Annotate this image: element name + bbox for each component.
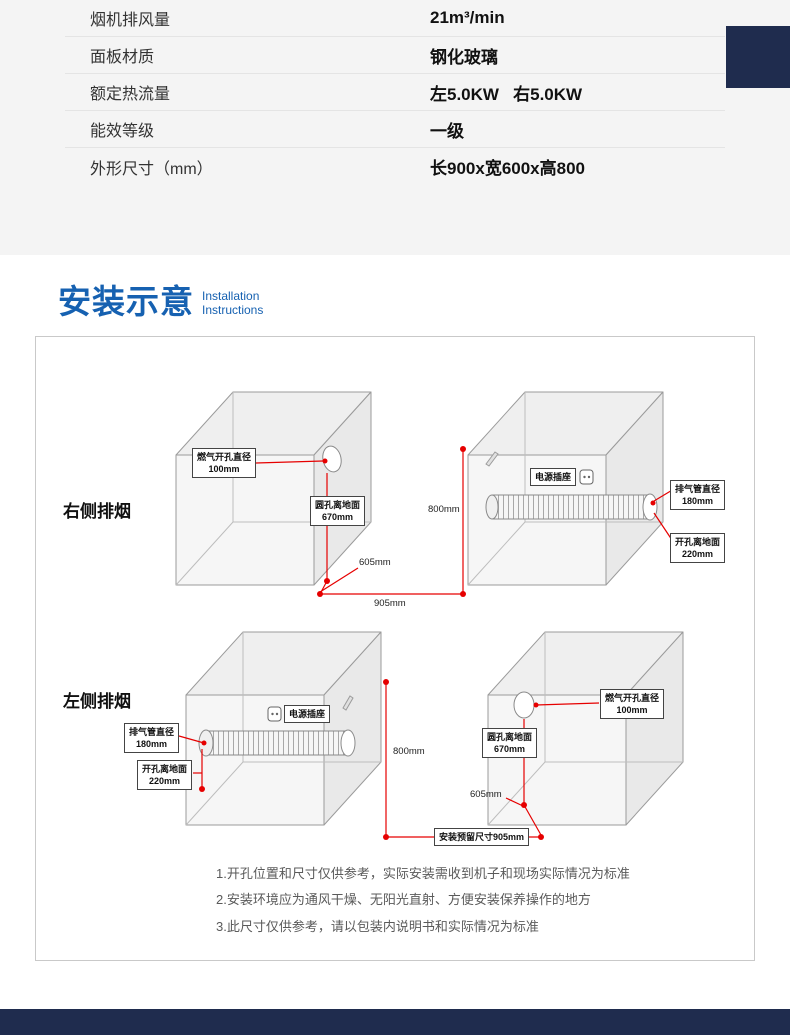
- dim-label-hole-height: 圆孔离地面 670mm: [310, 495, 366, 526]
- dim-text-605: 605mm: [359, 556, 391, 568]
- note-line: 1.开孔位置和尺寸仅供参考，实际安装需收到机子和现场实际情况为标准: [216, 865, 630, 881]
- dim-label-opening-height: 开孔离地面 220mm: [137, 759, 193, 790]
- table-row: 额定热流量 左5.0KW 右5.0KW: [65, 74, 725, 111]
- group-label-left-exhaust: 左侧排烟: [63, 691, 131, 711]
- dim-text-605: 605mm: [470, 788, 502, 800]
- dim-text-800: 800mm: [393, 745, 425, 757]
- spec-table: 烟机排风量 21m³/min 面板材质 钢化玻璃 额定热流量 左5.0KW 右5…: [65, 0, 725, 185]
- spec-label: 外形尺寸（mm）: [90, 160, 213, 178]
- section-header: 安装示意 Installation Instructions: [0, 255, 790, 320]
- power-socket-icon: [267, 706, 282, 722]
- dimension-dots: [199, 445, 656, 840]
- spec-label: 烟机排风量: [90, 12, 171, 29]
- note-line: 3.此尺寸仅供参考，请以包装内说明书和实际情况为标准: [216, 918, 539, 934]
- dim-label-pipe-diameter: 排气管直径 180mm: [124, 722, 180, 753]
- group-label-right-exhaust: 右侧排烟: [63, 501, 131, 521]
- table-row: 面板材质 钢化玻璃: [65, 37, 725, 74]
- accent-bar: [726, 26, 790, 88]
- spec-value: 钢化玻璃: [430, 47, 498, 67]
- exhaust-pipe: [198, 729, 356, 757]
- subtitle-line: Instructions: [202, 302, 264, 317]
- exhaust-pipe: [485, 493, 658, 521]
- vent-slots: [342, 450, 499, 711]
- installation-notes: 1.开孔位置和尺寸仅供参考，实际安装需收到机子和现场实际情况为标准 2.安装环境…: [216, 861, 630, 941]
- gas-hole-openings: [322, 445, 535, 719]
- installation-diagram-drawing: [175, 391, 684, 840]
- spec-label: 能效等级: [90, 123, 155, 140]
- dim-label-power-socket: 电源插座: [284, 704, 331, 723]
- section-title: 安装示意: [58, 283, 194, 320]
- subtitle-line: Installation: [202, 289, 260, 304]
- section-subtitle: Installation Instructions: [202, 289, 264, 318]
- dim-text-905: 905mm: [374, 597, 406, 609]
- dim-label-gas-hole-diameter: 燃气开孔直径 100mm: [192, 447, 257, 478]
- dim-label-pipe-diameter: 排气管直径 180mm: [670, 479, 726, 510]
- table-row: 能效等级 一级: [65, 111, 725, 148]
- dim-label-opening-height: 开孔离地面 220mm: [670, 532, 726, 563]
- spec-label: 面板材质: [90, 49, 155, 66]
- spec-value: 21m³/min: [430, 8, 505, 27]
- spec-label: 额定热流量: [90, 86, 171, 103]
- spec-value: 左5.0KW 右5.0KW: [430, 84, 583, 104]
- spec-section: 烟机排风量 21m³/min 面板材质 钢化玻璃 额定热流量 左5.0KW 右5…: [0, 0, 790, 255]
- dim-label-gas-hole-diameter: 燃气开孔直径 100mm: [600, 688, 665, 719]
- power-socket-icon: [579, 469, 594, 485]
- note-line: 2.安装环境应为通风干燥、无阳光直射、方便安装保养操作的地方: [216, 892, 591, 908]
- spec-value: 一级: [430, 121, 464, 141]
- dim-text-800: 800mm: [428, 503, 460, 515]
- dim-label-power-socket: 电源插座: [530, 467, 577, 486]
- dim-label-reserved-size: 安装预留尺寸905mm: [434, 827, 530, 846]
- spec-value: 长900x宽600x高800: [430, 159, 586, 178]
- installation-diagram: 右侧排烟 左侧排烟 燃气开孔直径 100mm 圆孔离地面 670mm 605mm…: [35, 335, 755, 961]
- table-row: 外形尺寸（mm） 长900x宽600x高800: [65, 148, 725, 185]
- cabinet-boxes: [175, 391, 684, 826]
- dim-label-hole-height: 圆孔离地面 670mm: [482, 727, 538, 758]
- footer-bar: [0, 1009, 790, 1035]
- table-row: 烟机排风量 21m³/min: [65, 0, 725, 37]
